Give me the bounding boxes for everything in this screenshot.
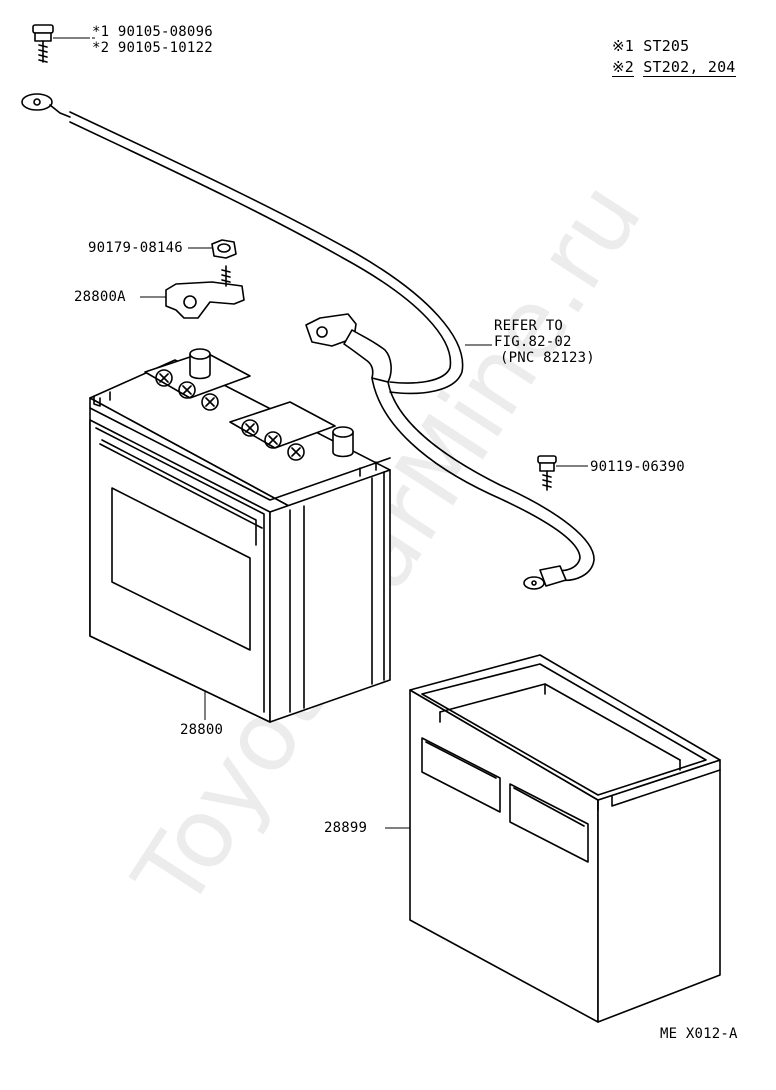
refer-line-1: REFER TO — [494, 318, 564, 334]
battery-tray-icon — [385, 654, 721, 1023]
refer-line-2: FIG.82-02 — [494, 334, 572, 350]
bolt-callout-line-1: *1 90105-08096 — [92, 24, 213, 40]
tray-part-number: 28899 — [324, 820, 368, 836]
positive-cable-icon — [21, 93, 464, 395]
bolt-part-2: 90105-10122 — [117, 40, 213, 56]
legend-model-2: ST202, 204 — [643, 58, 736, 77]
battery-part-number: 28800 — [180, 722, 224, 738]
negative-cable-icon — [305, 313, 595, 590]
legend-line-2: ※2 ST202, 204 — [612, 58, 736, 77]
ground-bolt-part-number: 90119-06390 — [590, 459, 685, 475]
legend-mark-2: ※2 — [612, 58, 634, 77]
bolt-mark-2: *2 — [92, 40, 110, 56]
bolt-part-1: 90105-08096 — [117, 24, 213, 40]
refer-line-3: (PNC 82123) — [500, 350, 595, 366]
legend-mark-1: ※1 — [612, 37, 634, 55]
battery-icon — [89, 348, 391, 723]
legend-line-1: ※1 ST205 — [612, 38, 689, 54]
nut-icon — [188, 239, 237, 259]
ground-bolt-icon — [537, 455, 588, 491]
legend-model-1: ST205 — [643, 37, 690, 55]
nut-part-number: 90179-08146 — [88, 240, 183, 256]
figure-code: ME X012-A — [660, 1026, 738, 1042]
hold-down-clamp-icon — [140, 265, 245, 319]
bolt-callout-line-2: *2 90105-10122 — [92, 40, 213, 56]
bolt-mark-1: *1 — [92, 24, 110, 40]
clamp-part-number: 28800A — [74, 289, 126, 305]
bolt-icon — [32, 24, 90, 63]
